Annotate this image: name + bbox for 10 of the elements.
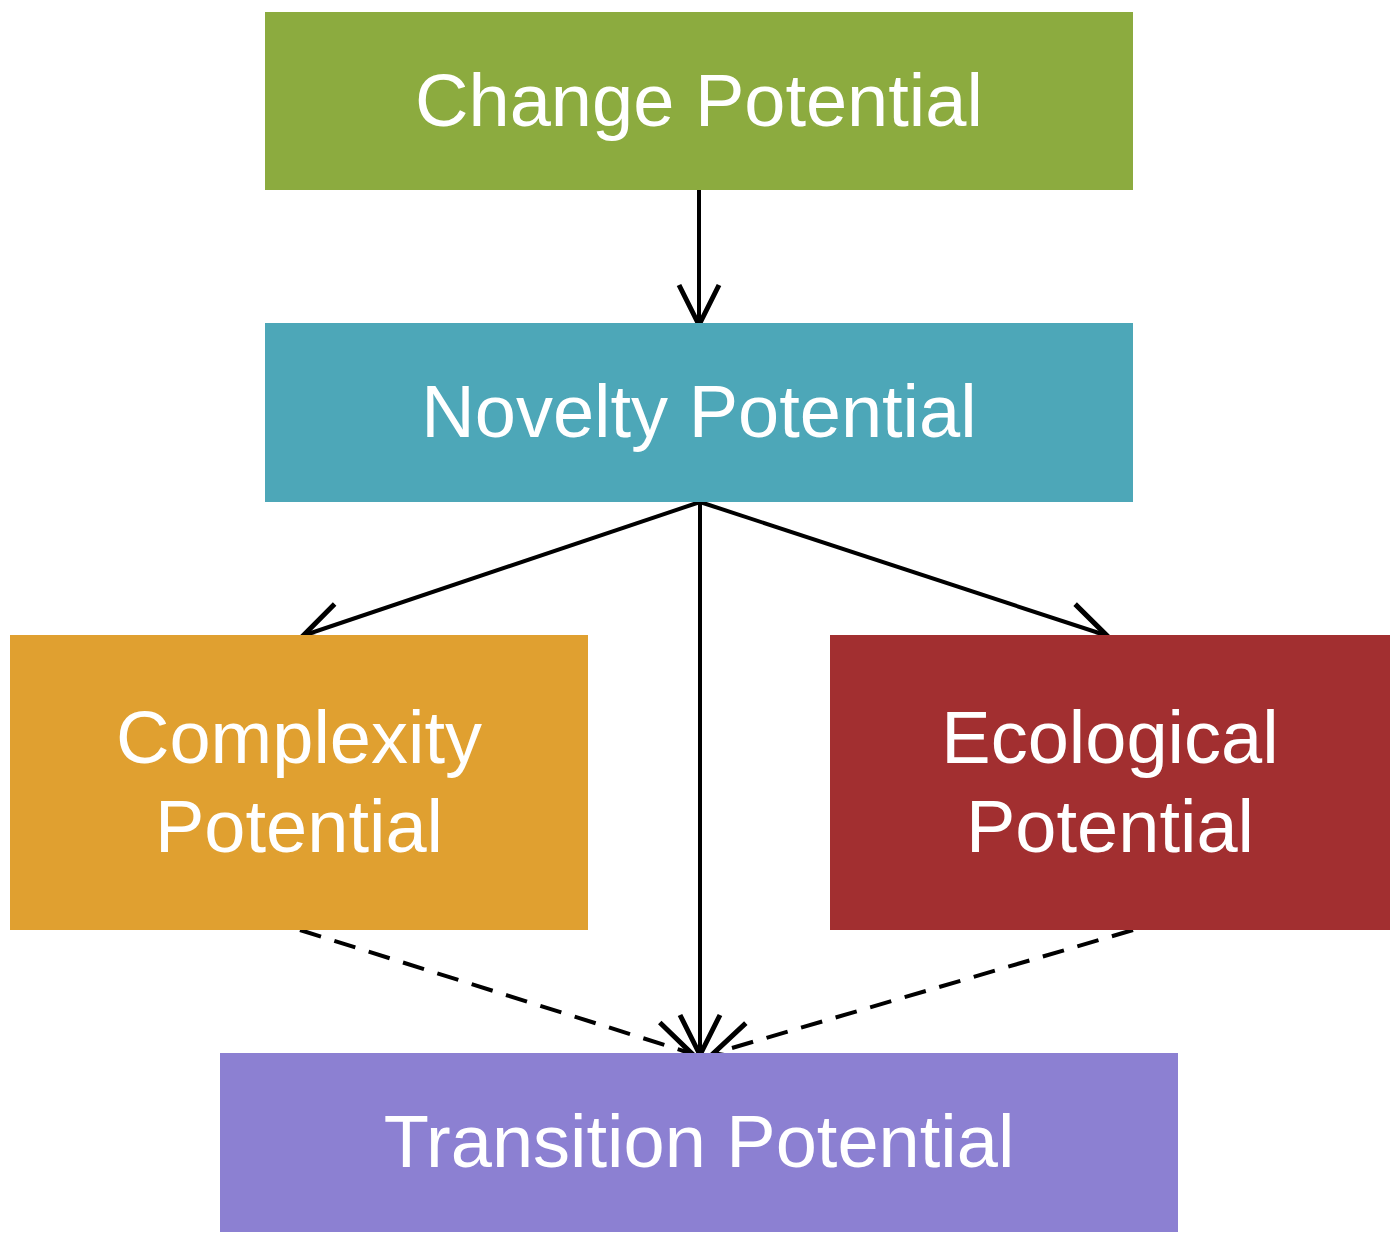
box-label: Ecological Potential: [940, 694, 1280, 870]
process-box: [830, 635, 1390, 930]
process-box: [265, 12, 1133, 190]
box-label: Complexity Potential: [115, 694, 483, 870]
box-label: Change Potential: [415, 57, 983, 144]
process-box: [220, 1053, 1178, 1232]
box-label: Novelty Potential: [421, 369, 977, 456]
process-box: [10, 635, 588, 930]
process-box: [265, 323, 1133, 502]
box-label: Transition Potential: [383, 1099, 1015, 1186]
